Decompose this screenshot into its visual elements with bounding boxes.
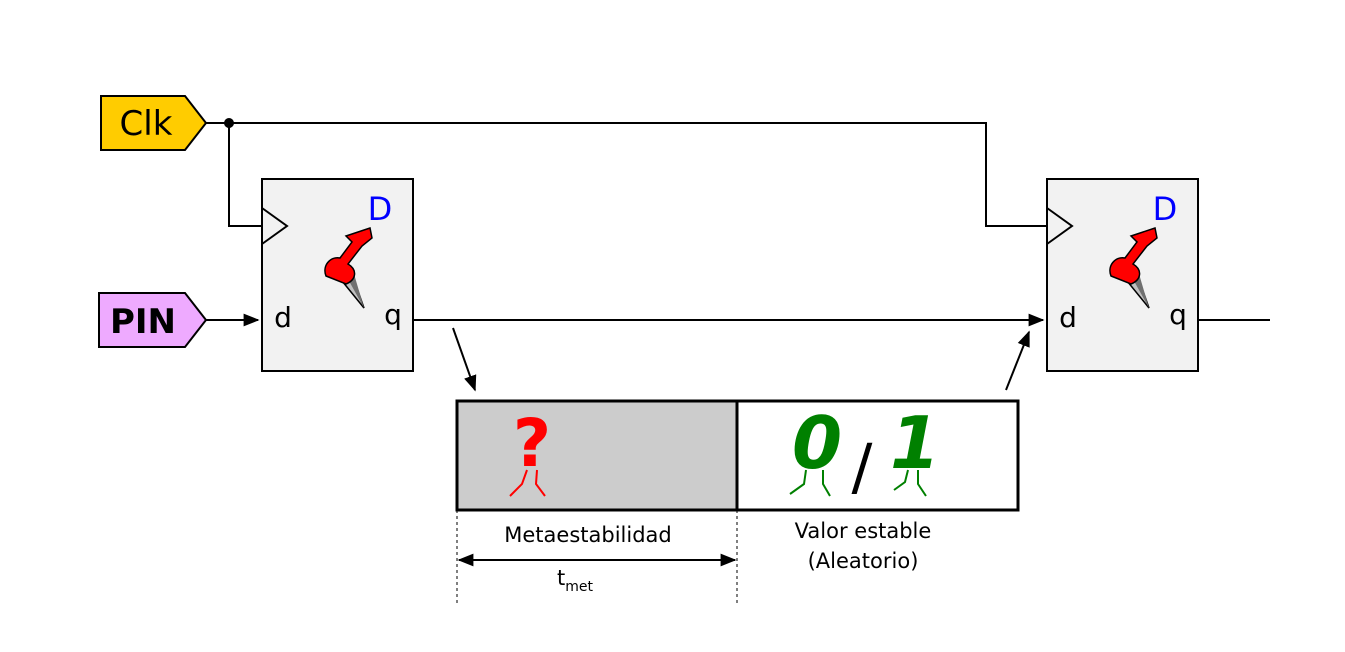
- meta-symbol: ?: [513, 405, 551, 482]
- tmet-symbol: t: [557, 566, 565, 590]
- tmet-subscript: met: [565, 579, 593, 595]
- wires: [206, 122, 1270, 327]
- pin-port-shape: [98, 292, 208, 348]
- metastability-label: Metaestabilidad: [504, 523, 671, 547]
- stable-zero: 0: [792, 401, 842, 485]
- flipflop-input-label: d: [274, 301, 292, 334]
- clk-wire-top: [206, 122, 1047, 227]
- arrow-q1-to-timeline: [452, 327, 477, 392]
- one-legs-icon: [893, 469, 927, 497]
- timeline-box: ? 0 / 1: [455, 399, 1020, 512]
- flipflop-output-label: q: [384, 298, 402, 331]
- metastable-region: [455, 399, 739, 512]
- flipflop-output-label: q: [1169, 298, 1187, 331]
- arrow-timeline-to-d2: [1005, 330, 1030, 391]
- clk-port-shape: [100, 95, 208, 151]
- clk-port: Clk: [100, 95, 208, 151]
- stable-separator: /: [852, 430, 873, 503]
- pin-port-label: PIN: [110, 302, 176, 342]
- question-mark-icon: ?: [509, 405, 551, 497]
- clock-triangle-icon: [1046, 207, 1074, 245]
- zero-legs-icon: [789, 469, 831, 497]
- stable-values: 0 / 1: [789, 401, 940, 503]
- pointer-arrows: [452, 327, 1030, 392]
- clock-triangle-icon: [261, 207, 289, 245]
- stable-region: [735, 399, 1020, 512]
- stable-label-line1: Valor estable: [795, 519, 932, 543]
- flipflop-1: D d q: [261, 178, 414, 372]
- stable-one: 1: [890, 401, 940, 485]
- flipflop-type-label: D: [368, 190, 393, 228]
- pin-port: PIN: [98, 292, 208, 348]
- stable-label-line2: (Aleatorio): [808, 549, 919, 573]
- flipflop-type-label: D: [1153, 190, 1178, 228]
- flipflop-input-label: d: [1059, 301, 1077, 334]
- tmet-label: tmet: [557, 566, 593, 595]
- flipflop-2: D d q: [1046, 178, 1199, 372]
- clk-port-label: Clk: [120, 104, 173, 144]
- question-mark-legs: [509, 469, 546, 497]
- clk-junction-dot: [224, 118, 234, 128]
- clk-wire-ff1: [228, 123, 262, 227]
